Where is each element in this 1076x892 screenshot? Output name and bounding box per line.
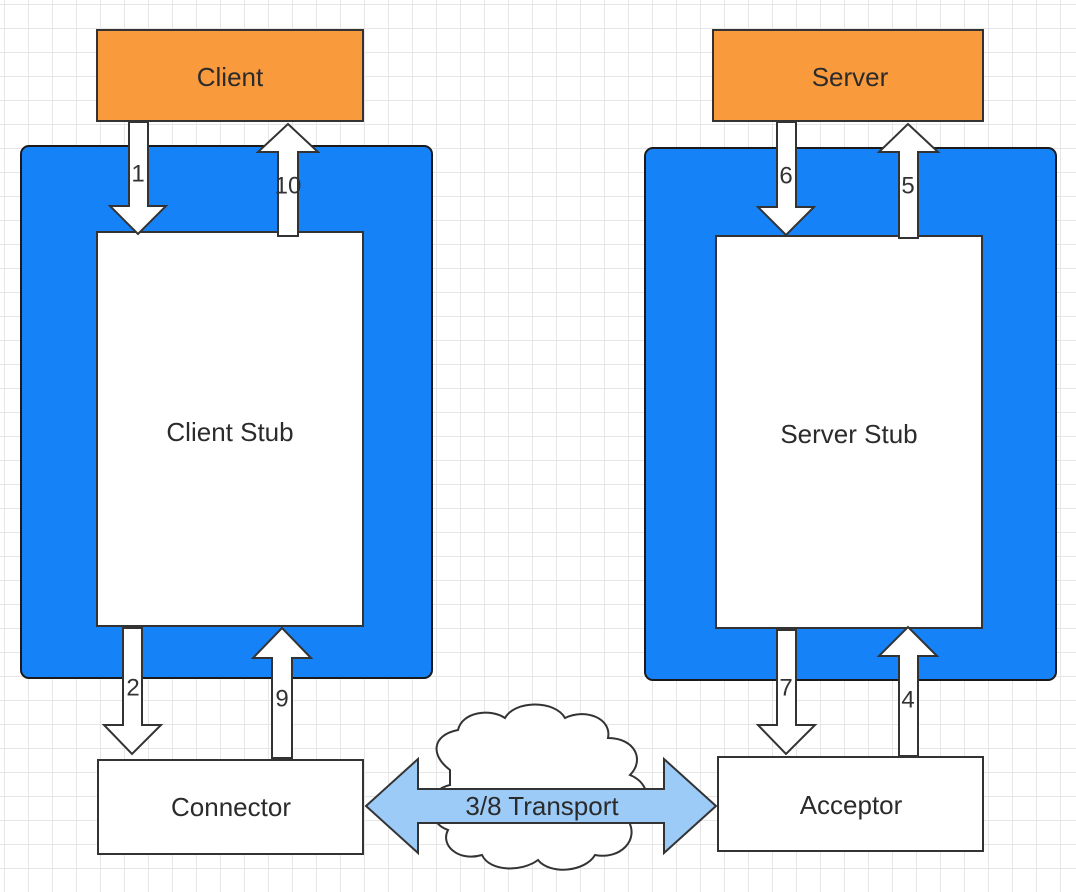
transport-cloud bbox=[430, 703, 648, 871]
step-label-6: 6 bbox=[779, 163, 792, 190]
client-label: Client bbox=[197, 62, 264, 92]
step-label-5: 5 bbox=[901, 173, 914, 200]
step-label-10: 10 bbox=[275, 173, 302, 200]
step-label-9: 9 bbox=[275, 686, 288, 713]
arrow-step-9 bbox=[250, 626, 314, 759]
step-label-1: 1 bbox=[131, 161, 144, 188]
connector-node: Connector bbox=[97, 759, 364, 855]
server-label: Server bbox=[812, 62, 889, 92]
transport-label: 3/8 Transport bbox=[465, 791, 619, 821]
step-label-4: 4 bbox=[901, 687, 914, 714]
arrow-step-6 bbox=[755, 121, 817, 237]
server-node: Server bbox=[712, 29, 984, 122]
server-stub-node: Server Stub bbox=[715, 235, 983, 629]
server-stub-label: Server Stub bbox=[780, 419, 917, 449]
step-label-7: 7 bbox=[779, 675, 792, 702]
acceptor-node: Acceptor bbox=[717, 756, 984, 852]
step-label-2: 2 bbox=[126, 675, 139, 702]
transport-arrow: 3/8 Transport bbox=[364, 756, 718, 856]
client-stub-node: Client Stub bbox=[96, 231, 364, 627]
arrow-step-1 bbox=[107, 121, 169, 236]
acceptor-label: Acceptor bbox=[800, 790, 903, 820]
arrow-step-7 bbox=[755, 629, 818, 756]
arrow-step-5 bbox=[876, 122, 941, 239]
arrow-step-2 bbox=[101, 627, 164, 756]
client-stub-label: Client Stub bbox=[166, 417, 293, 447]
arrow-step-10 bbox=[255, 122, 321, 237]
arrow-step-4 bbox=[876, 625, 940, 757]
client-node: Client bbox=[96, 29, 364, 122]
connector-label: Connector bbox=[171, 792, 291, 822]
